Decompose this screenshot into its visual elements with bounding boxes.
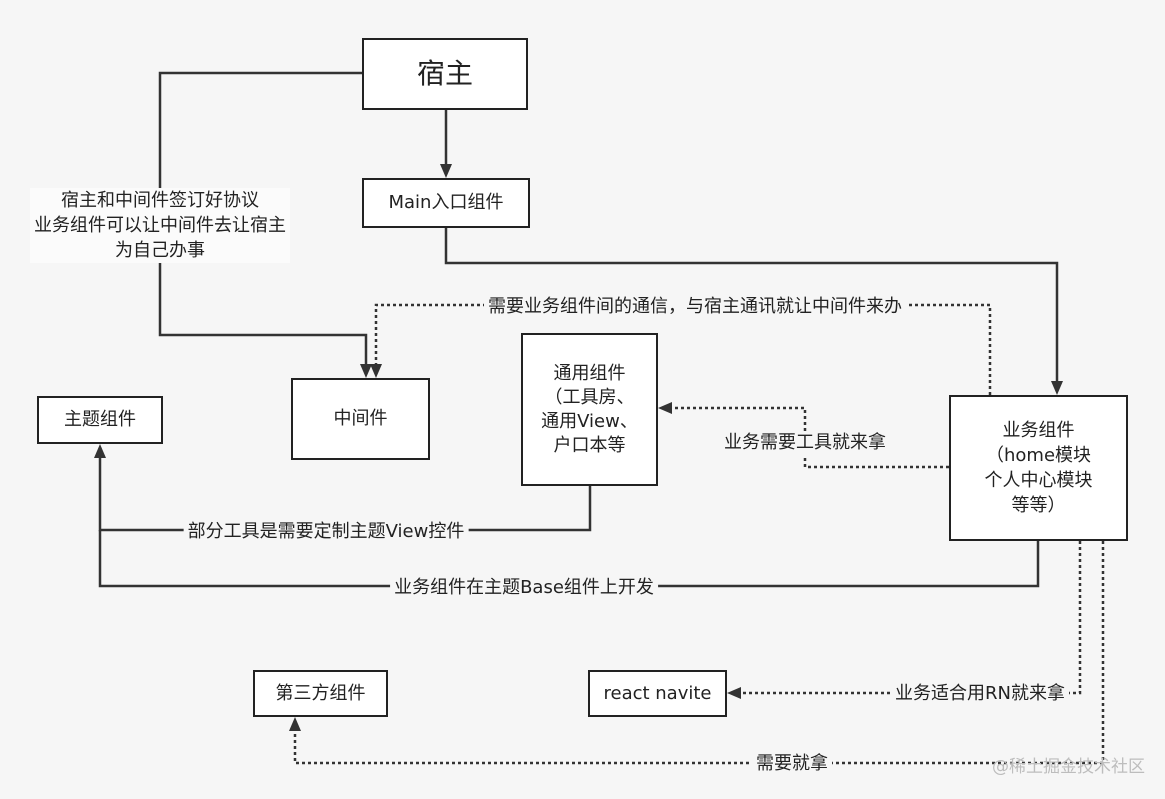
react-native-node: react navite: [588, 670, 727, 717]
business-node-line: 个人中心模块: [984, 470, 1093, 491]
main-entry-node-label: Main入口组件: [388, 192, 504, 213]
common-node-line: 通用View、: [541, 410, 638, 432]
arrowhead-middleware-dotted: [370, 364, 382, 378]
business-components-node: 业务组件 （home模块 个人中心模块 等等）: [949, 395, 1128, 541]
arrowhead-theme: [94, 444, 106, 458]
edge-label-business-to-react-native: 业务适合用RN就来拿: [891, 682, 1069, 706]
business-node-line: （home模块: [985, 445, 1092, 466]
arrowhead-react-native: [727, 687, 741, 699]
common-node-line: （工具房、: [544, 386, 635, 408]
theme-components-node: 主题组件: [37, 396, 163, 444]
host-node: 宿主: [362, 38, 528, 110]
common-node-line: 户口本等: [553, 434, 626, 456]
business-node-line: 等等）: [1011, 495, 1066, 516]
third-party-components-node: 第三方组件: [253, 670, 388, 717]
edge-label-host-to-middleware: 宿主和中间件签订好协议 业务组件可以让中间件去让宿主 为自己办事: [30, 188, 290, 263]
common-components-node: 通用组件 （工具房、 通用View、 户口本等: [521, 333, 658, 486]
arrowhead-common: [658, 402, 672, 414]
edge-label-line: 为自己办事: [115, 240, 205, 261]
edge-business-to-react-native: [739, 541, 1082, 695]
edge-business-to-third-party: [293, 541, 1105, 765]
edge-label-line: 业务组件可以让中间件去让宿主: [34, 215, 286, 236]
edge-business-to-common: [670, 406, 949, 469]
theme-node-label: 主题组件: [64, 409, 136, 430]
arrowhead-third-party: [289, 717, 301, 731]
arrowhead-main-entry: [440, 164, 452, 178]
edge-common-to-theme: [98, 456, 592, 532]
edge-label-line: 宿主和中间件签订好协议: [61, 190, 259, 211]
common-node-line: 通用组件: [553, 362, 626, 384]
third-party-node-label: 第三方组件: [275, 682, 366, 704]
middleware-node: 中间件: [291, 378, 430, 460]
business-node-line: 业务组件: [1002, 420, 1075, 441]
host-node-label: 宿主: [416, 57, 473, 90]
edge-label-business-to-common: 业务需要工具就来拿: [720, 431, 890, 455]
arrowhead-business: [1051, 381, 1063, 395]
middleware-node-label: 中间件: [333, 408, 388, 429]
edge-label-business-to-middleware: 需要业务组件间的通信，与宿主通讯就让中间件来办: [484, 295, 906, 319]
main-entry-node: Main入口组件: [362, 178, 530, 228]
react-native-node-label: react navite: [603, 682, 712, 704]
edge-label-common-to-theme: 部分工具是需要定制主题View控件: [183, 520, 469, 544]
edge-label-business-to-third-party: 需要就拿: [752, 752, 832, 776]
watermark: @稀土掘金技术社区: [992, 757, 1145, 777]
edge-main-entry-to-business: [444, 228, 1059, 383]
edge-label-business-to-theme: 业务组件在主题Base组件上开发: [390, 576, 658, 600]
edge-host-to-middleware: [158, 71, 368, 366]
arrowhead-middleware-solid: [360, 364, 372, 378]
